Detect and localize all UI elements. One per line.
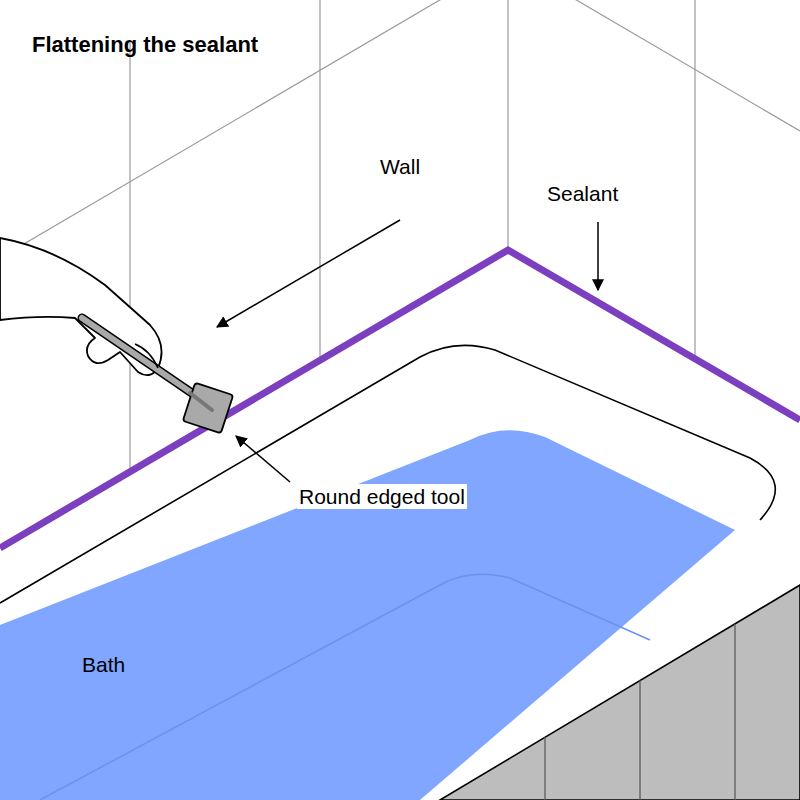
sealant-label: Sealant [545, 181, 620, 206]
diagram-title: Flattening the sealant [32, 32, 258, 58]
sealant-bead [0, 250, 800, 548]
panel-joints [545, 624, 735, 800]
leader-line [597, 222, 599, 290]
hand-with-tool [0, 238, 233, 433]
bath-panel [440, 585, 800, 800]
wall-label: Wall [378, 154, 422, 179]
direction-arrow [217, 220, 400, 327]
bath-label: Bath [80, 652, 127, 677]
leader-line [236, 436, 290, 482]
tool-label: Round edged tool [297, 484, 467, 509]
wall-tiles [0, 0, 800, 470]
